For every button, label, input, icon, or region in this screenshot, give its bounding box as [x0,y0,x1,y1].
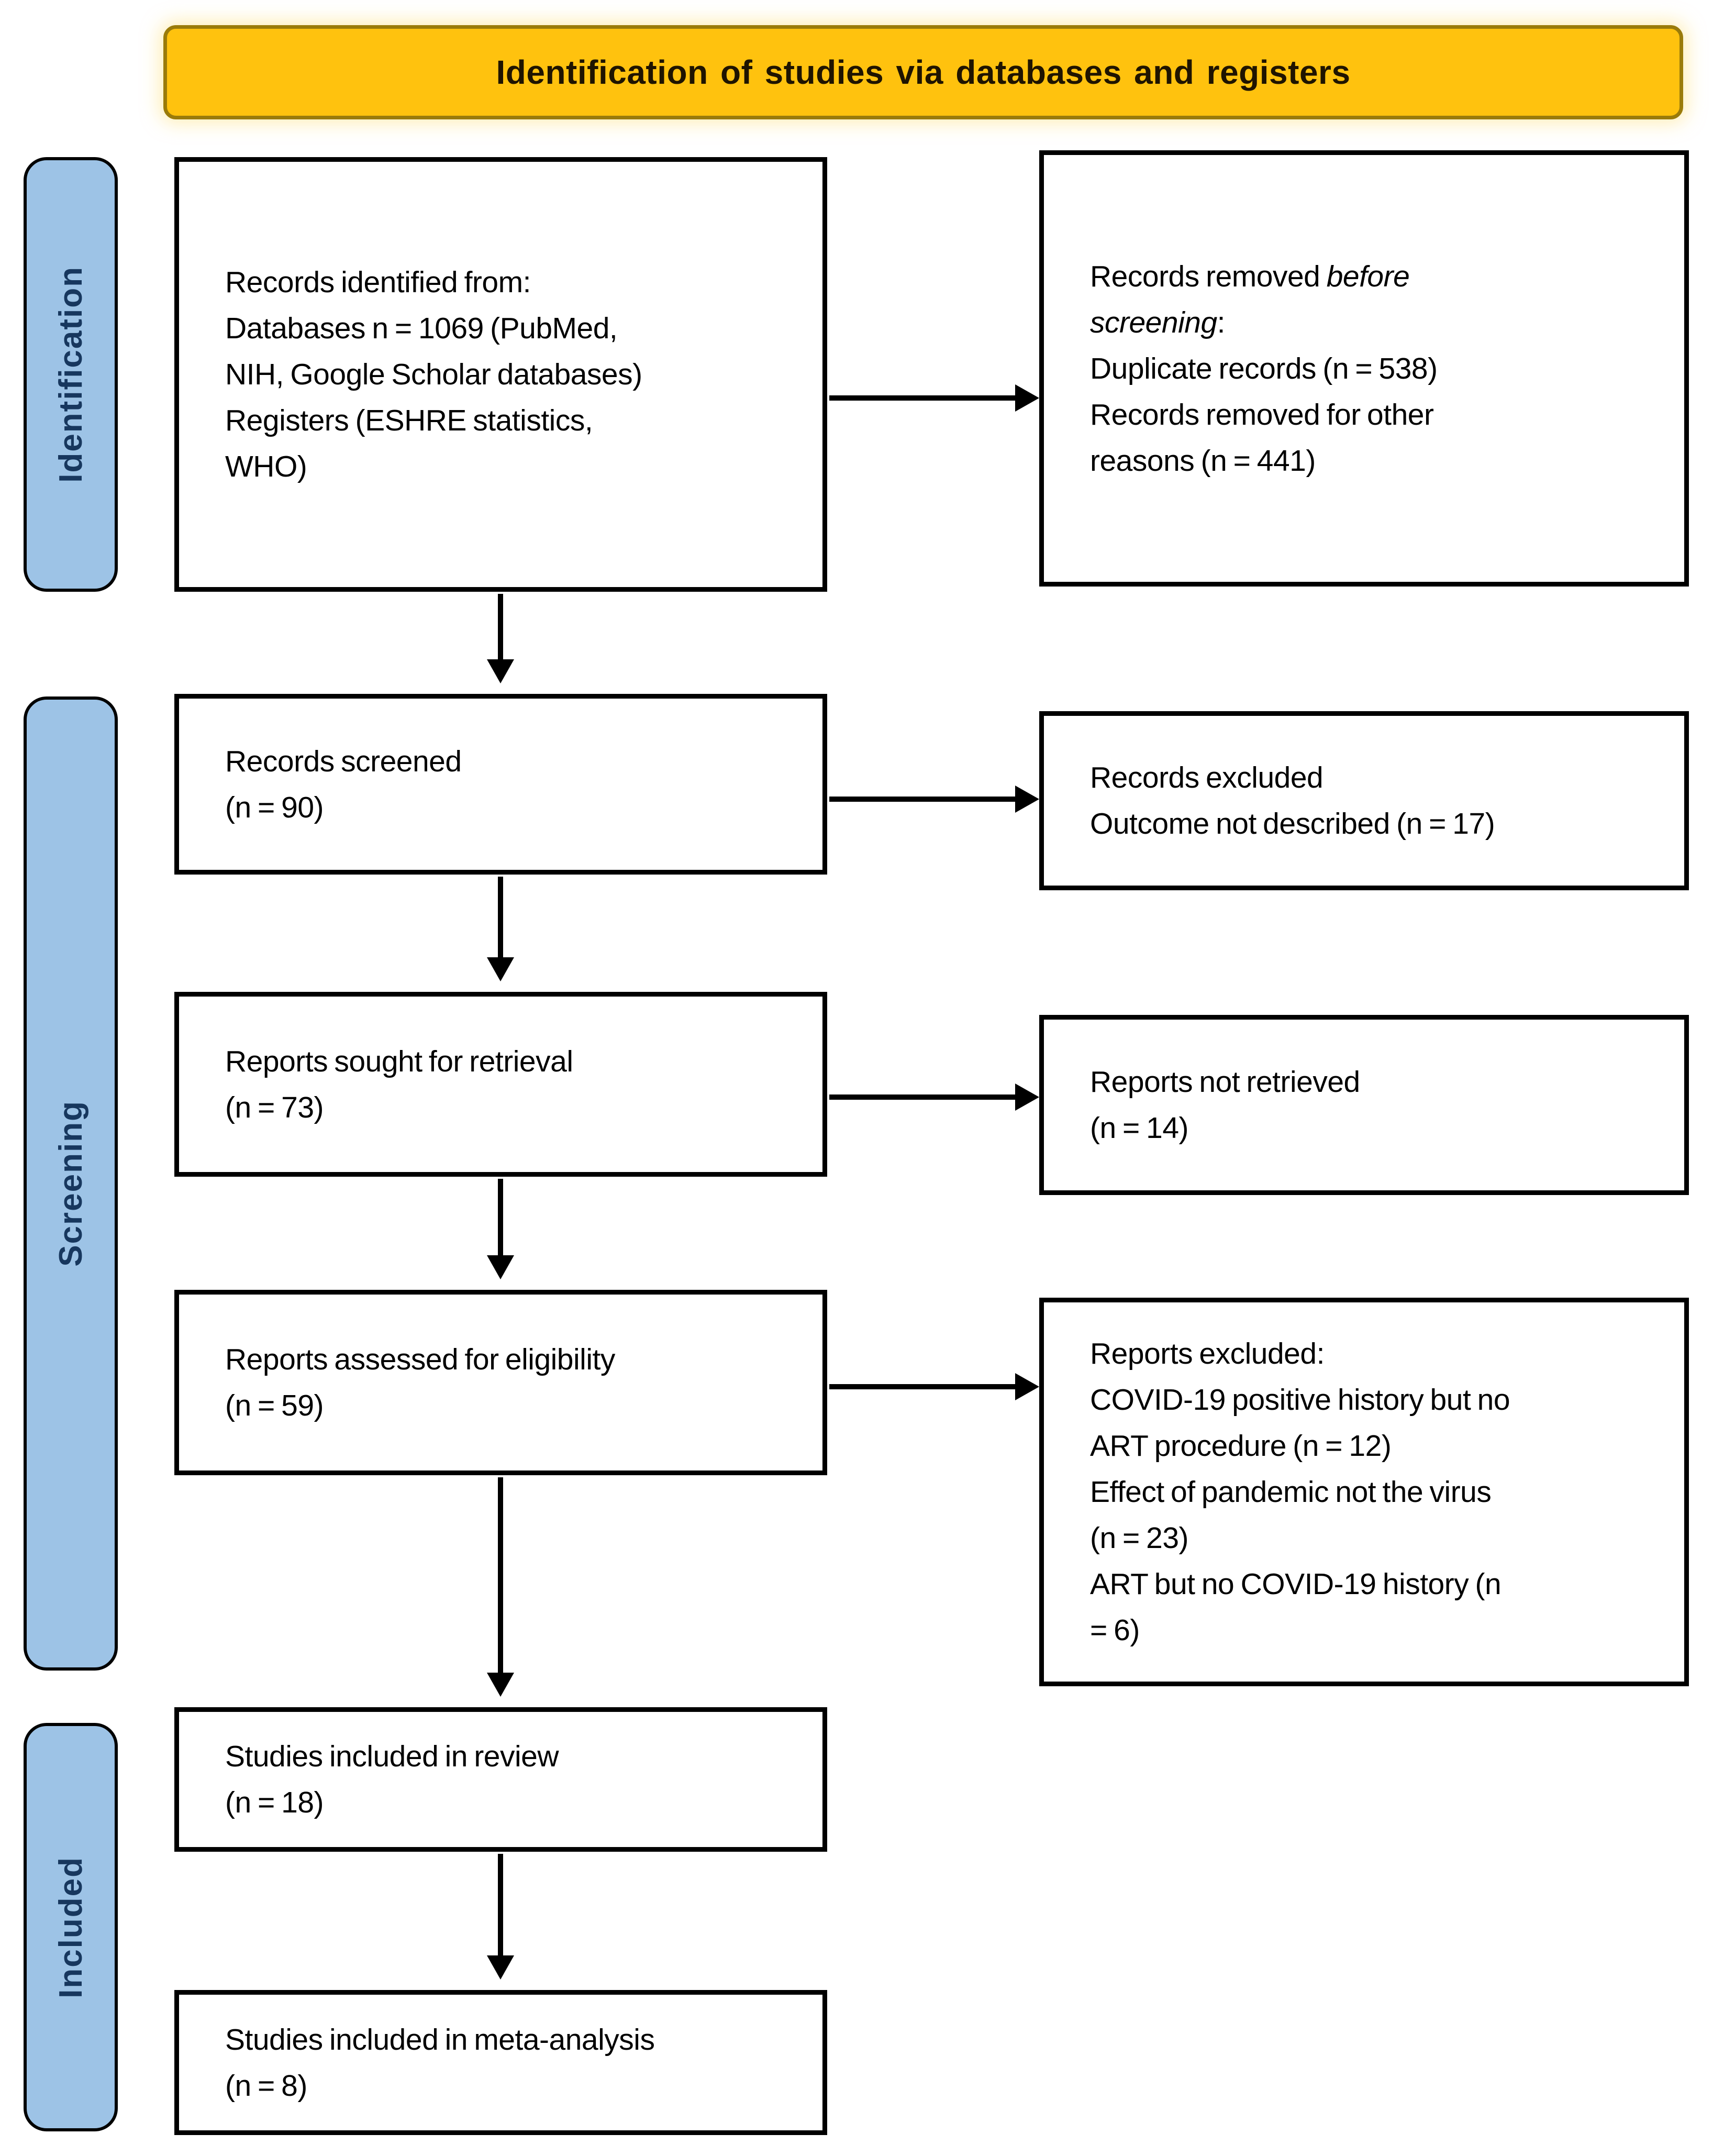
box-records-identified: Records identified from: Databases n = 10… [174,157,827,592]
box-text-line: Reports assessed for eligibility [225,1343,615,1376]
box-text-line: Studies included in meta-analysis [225,2022,655,2057]
arrow-right-icon [1015,786,1039,813]
header-banner: Identification of studies via databases … [163,25,1683,119]
box-text-line: WHO) [225,450,307,483]
arrow-down-icon [487,957,514,981]
box-text-line: (n = 90) [225,790,324,824]
arrow-line [829,797,1015,802]
arrow-down-icon [487,659,514,683]
box-text-line: ART but no COVID-19 history (n [1090,1567,1501,1601]
box-text-line: COVID-19 positive history but no [1090,1383,1510,1417]
arrow-down-icon [487,1673,514,1697]
box-text-line: (n = 18) [225,1786,324,1819]
box-studies-included-in-meta-analysis: Studies included in meta-analysis (n = 8) [174,1990,827,2135]
box-text-line: ART procedure (n = 12) [1090,1429,1392,1463]
arrow-right-icon [1015,1083,1039,1111]
box-text-line: Records identified from: [225,266,531,299]
arrow-line [498,1179,503,1255]
box-text-line: Studies included in review [225,1740,559,1773]
box-records-screened: Records screened (n = 90) [174,694,827,875]
arrow-line [498,594,503,659]
arrow-down-icon [487,1955,514,1980]
box-reports-assessed-for-eligibility: Reports assessed for eligibility (n = 59) [174,1290,827,1475]
box-text-line: = 6) [1090,1613,1140,1647]
stage-screening-label: Screening [52,1100,89,1267]
box-text-line: screening: [1090,305,1226,339]
arrow-right-icon [1015,384,1039,412]
box-text-line: (n = 8) [225,2069,307,2103]
arrow-line [829,1384,1015,1389]
header-banner-label: Identification of studies via databases … [496,53,1351,91]
stage-identification: Identification [24,157,118,592]
box-reports-sought-for-retrieval: Reports sought for retrieval (n = 73) [174,992,827,1177]
box-text-line: Duplicate records (n = 538) [1090,351,1438,385]
box-text-line: Reports not retrieved [1090,1065,1360,1099]
arrow-line [498,877,503,957]
box-text-line: Registers (ESHRE statistics, [225,404,593,437]
box-reports-excluded: Reports excluded: COVID-19 positive histo… [1039,1298,1689,1686]
arrow-line [829,395,1015,401]
arrow-line [498,1854,503,1955]
box-text-line: Records excluded [1090,761,1323,794]
box-text-line: (n = 14) [1090,1111,1189,1145]
arrow-line [498,1477,503,1673]
box-text-line: Records screened [225,744,462,778]
stage-included-label: Included [52,1856,89,1998]
box-records-removed-before-screening: Records removed before screening: Duplicat… [1039,150,1689,587]
box-text-line: Reports sought for retrieval [225,1044,573,1078]
box-text-line: Records removed before [1090,259,1410,293]
box-studies-included-in-review: Studies included in review (n = 18) [174,1707,827,1852]
box-text-line: NIH, Google Scholar databases) [225,358,642,391]
box-text-line: (n = 73) [225,1090,324,1124]
box-text-line: Records removed for other [1090,397,1434,432]
stage-identification-label: Identification [52,266,89,483]
box-text-line: reasons (n = 441) [1090,444,1316,478]
box-text-line: Databases n = 1069 (PubMed, [225,312,618,345]
arrow-line [829,1094,1015,1100]
stage-screening: Screening [24,696,118,1671]
box-reports-not-retrieved: Reports not retrieved (n = 14) [1039,1015,1689,1195]
box-text-line: (n = 59) [225,1389,324,1422]
stage-included: Included [24,1723,118,2131]
box-text-line: (n = 23) [1090,1521,1189,1555]
box-text-line: Reports excluded: [1090,1337,1325,1370]
arrow-down-icon [487,1255,514,1279]
box-text-line: Outcome not described (n = 17) [1090,807,1495,841]
arrow-right-icon [1015,1373,1039,1400]
box-text-line: Effect of pandemic not the virus [1090,1475,1492,1509]
